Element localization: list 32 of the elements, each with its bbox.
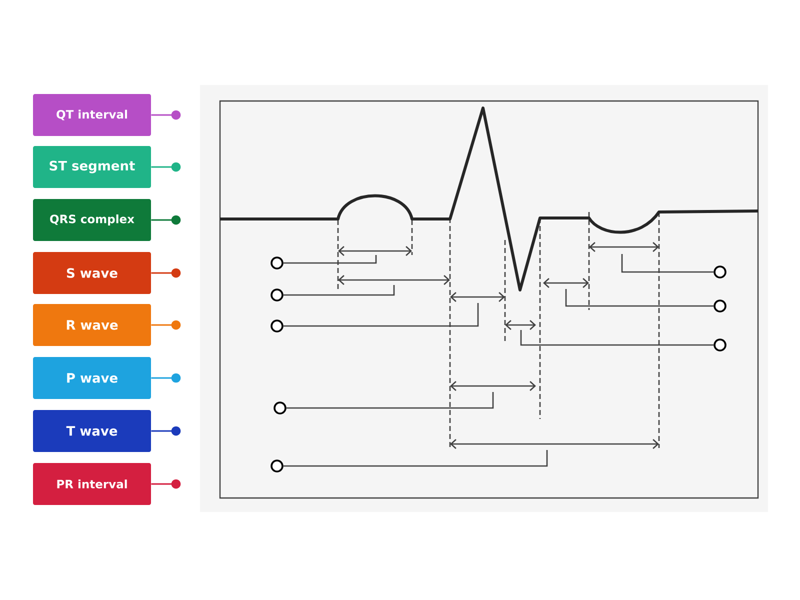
- label-button: T wave: [33, 410, 151, 452]
- answer-circle: [714, 266, 726, 278]
- pin-line: [151, 479, 181, 489]
- pin-line: [151, 426, 181, 436]
- label-button: ST segment: [33, 146, 151, 188]
- answer-circle: [274, 402, 286, 414]
- leader-line: [283, 285, 395, 296]
- leader-line: [565, 289, 714, 307]
- pin-line: [151, 162, 181, 172]
- answer-circle: [270, 320, 284, 332]
- leader-line: [283, 303, 479, 327]
- pin-line: [151, 373, 181, 383]
- label-button: R wave: [33, 304, 151, 346]
- pin-line: [151, 268, 181, 278]
- label-button: QT interval: [33, 94, 151, 136]
- pin-line: [151, 110, 181, 120]
- pin-line: [151, 215, 181, 225]
- answer-circle: [270, 460, 284, 472]
- leader-line: [520, 330, 714, 346]
- label-button: P wave: [33, 357, 151, 399]
- label-button: QRS complex: [33, 199, 151, 241]
- leader-line: [621, 254, 714, 273]
- leader-line: [286, 392, 494, 409]
- leader-line: [283, 450, 548, 467]
- answer-circle: [714, 338, 726, 352]
- answer-circle: [714, 300, 726, 312]
- answer-circle: [270, 288, 284, 302]
- leader-line: [283, 255, 377, 264]
- label-button: S wave: [33, 252, 151, 294]
- label-button: PR interval: [33, 463, 151, 505]
- answer-circle: [270, 256, 284, 270]
- pin-line: [151, 320, 181, 330]
